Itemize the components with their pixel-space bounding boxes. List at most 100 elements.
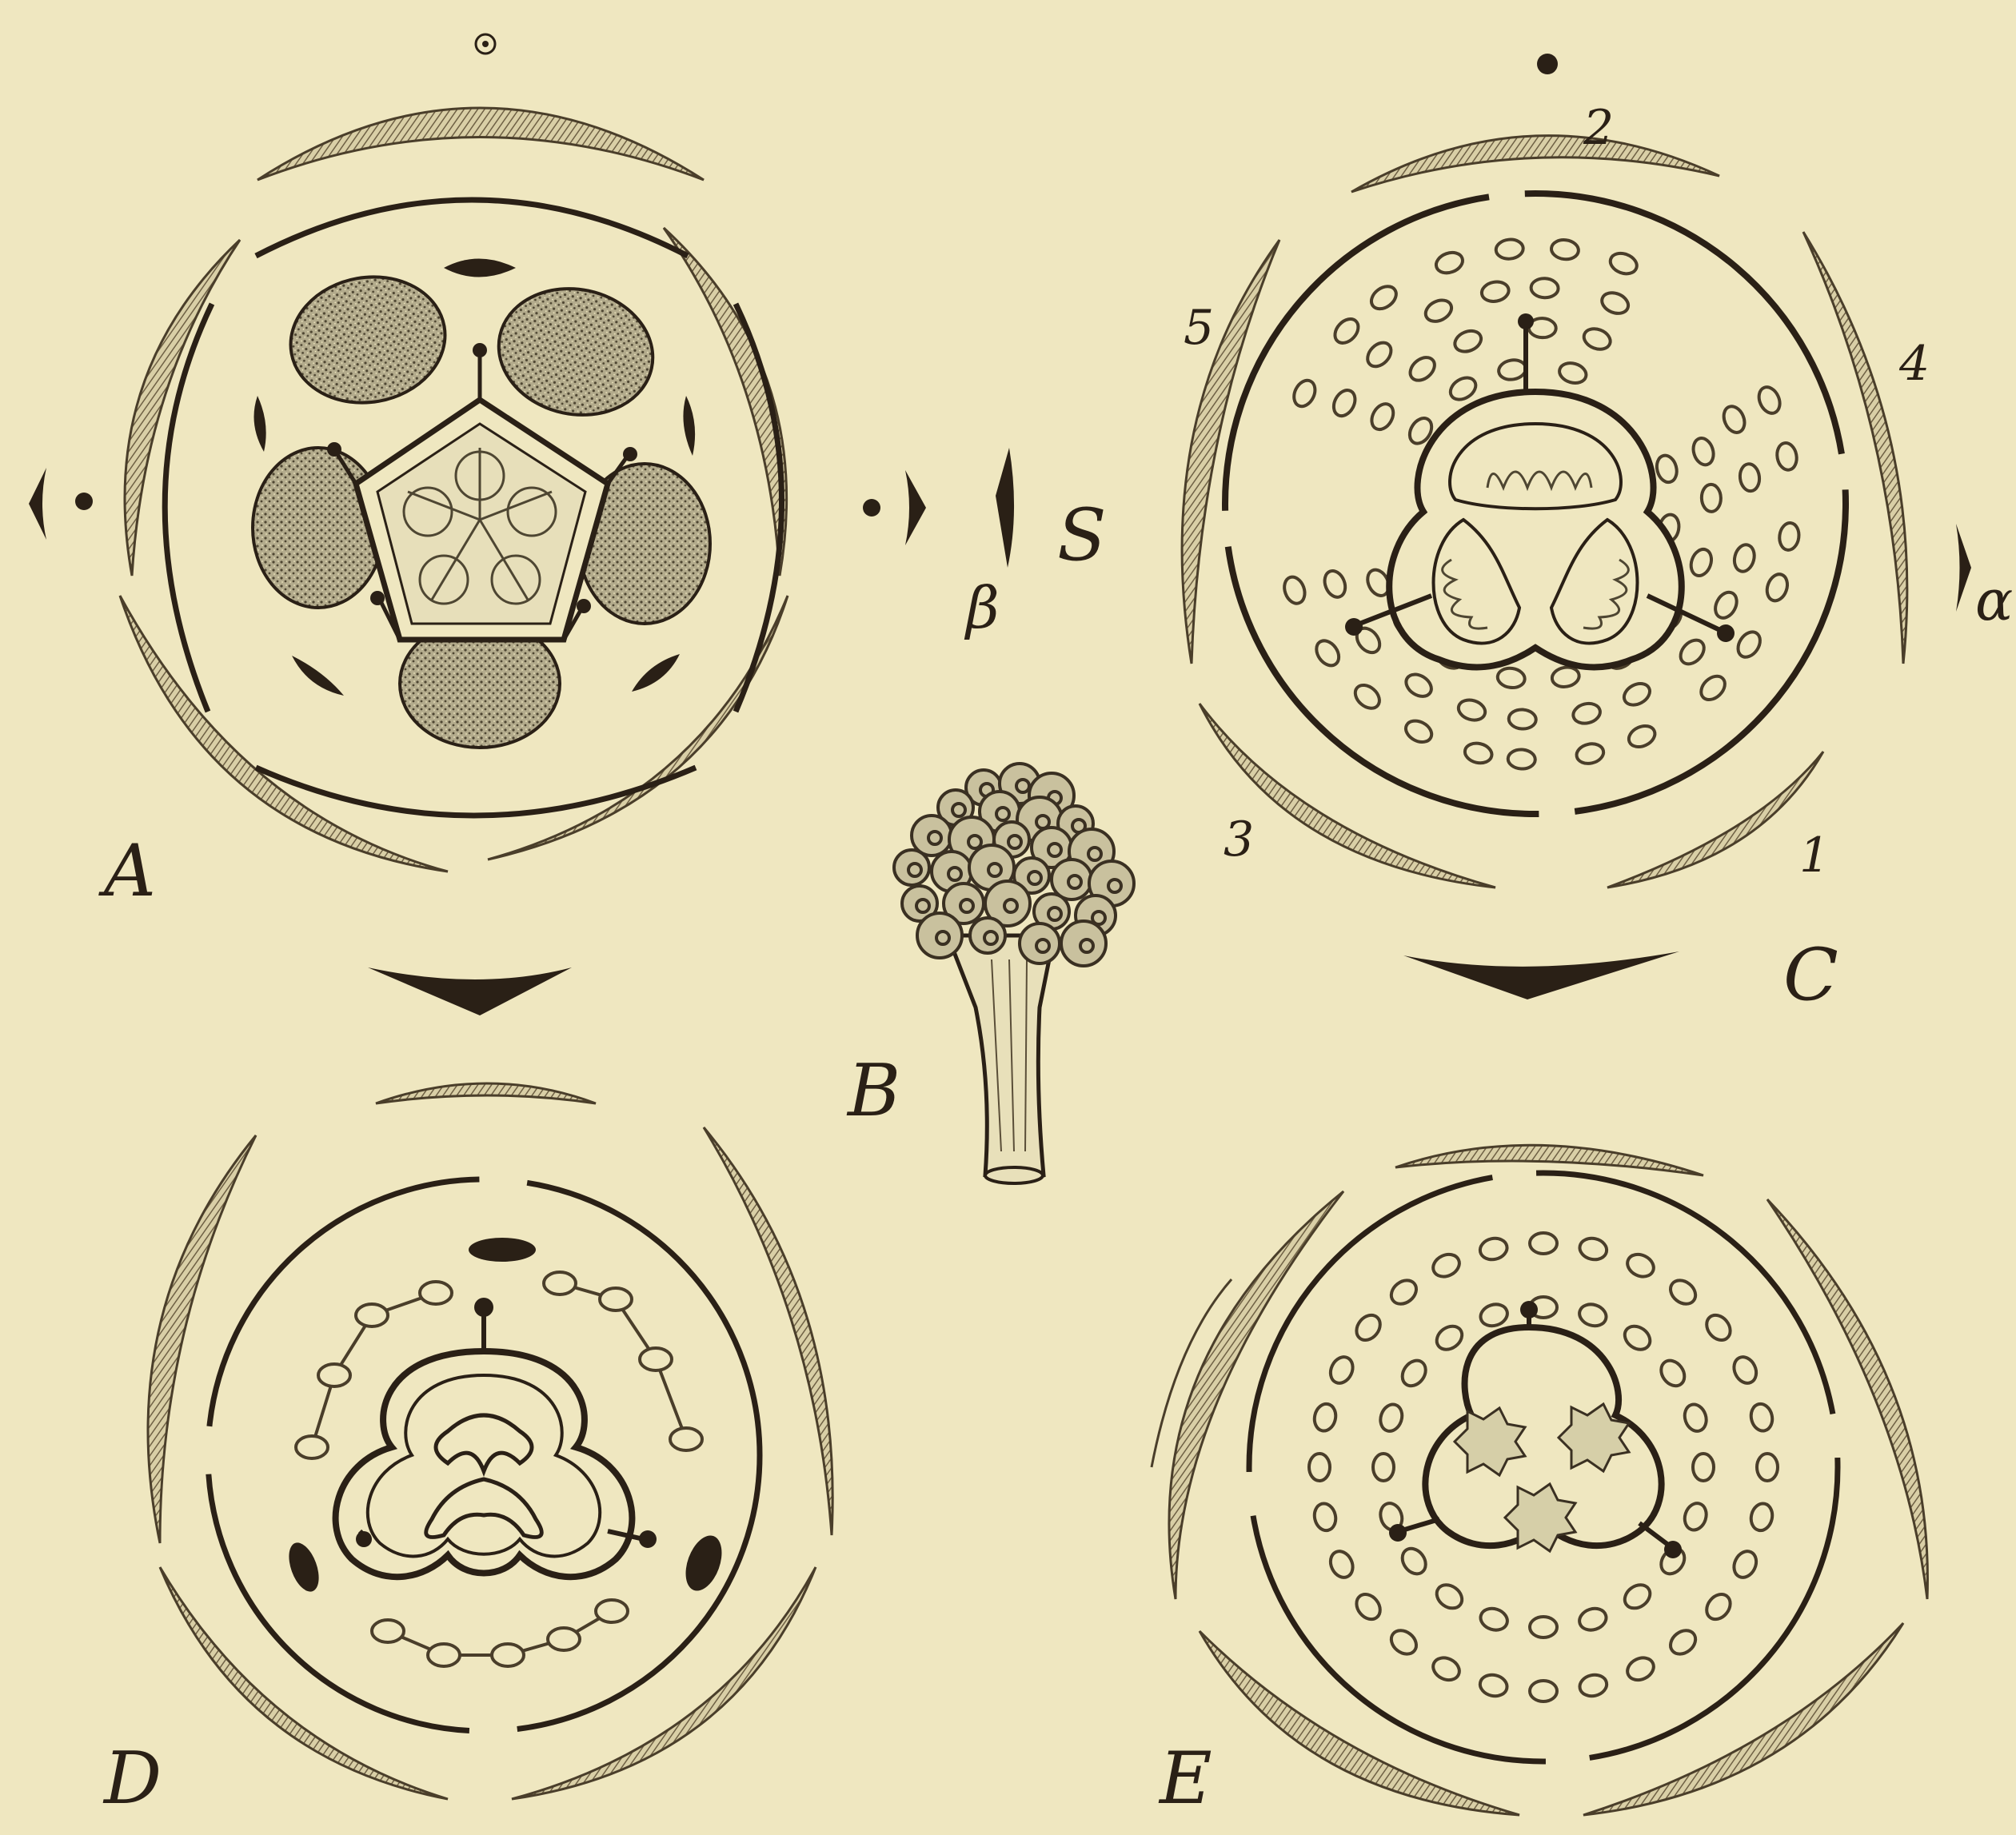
stamen-mark (1373, 1454, 1394, 1481)
floret (894, 850, 929, 885)
stamen-mark (1626, 722, 1659, 751)
stamen-mark (1731, 542, 1757, 573)
stamen-mark (1577, 1301, 1609, 1329)
stamen-mark (1676, 636, 1709, 668)
marker-beta: β (964, 574, 1000, 641)
stamen-mark (1478, 1606, 1510, 1634)
stamen-mark (1507, 749, 1535, 770)
stamen-mark (1290, 377, 1319, 409)
stamen-mark (1757, 1454, 1778, 1481)
bract-mark-below-a (368, 967, 572, 1015)
bract-left (29, 468, 93, 540)
diagram-a (29, 34, 926, 872)
stamen-mark (1666, 1626, 1700, 1659)
stamen-mark (1530, 1617, 1557, 1638)
stamen-mark (1620, 1322, 1655, 1354)
stamen-mark (1422, 296, 1455, 325)
marker-alpha: α (1975, 568, 2013, 633)
stamen-mark (1432, 1322, 1467, 1354)
stamen-mark (1530, 1681, 1557, 1701)
stamen-mark (1701, 484, 1721, 512)
stamen-mark (1432, 1580, 1467, 1613)
stamen-mark (1749, 1502, 1775, 1533)
stamen-mark (544, 1272, 576, 1294)
stamen-mark (1531, 278, 1559, 298)
stamen-mark (1697, 672, 1730, 704)
axis-dot-top (476, 34, 495, 54)
axis-dot-top (1537, 54, 1558, 74)
stamen-mark (1624, 1251, 1658, 1281)
stamen-mark (1778, 522, 1800, 552)
stamen-mark (318, 1364, 350, 1386)
stamen-mark (1281, 574, 1308, 606)
stamen-mark (1730, 1354, 1760, 1387)
stamen-mark (1551, 238, 1580, 261)
bract-label-5: 5 (1184, 300, 1214, 356)
ovary (336, 1298, 657, 1577)
floret (1020, 923, 1060, 963)
stamen-mark (640, 1348, 672, 1370)
stamen-mark (1734, 628, 1765, 661)
stamen-mark (1775, 441, 1799, 472)
stamen-mark (1581, 325, 1613, 353)
bract-mark-below-c (1403, 951, 1679, 999)
marker-s: S (1057, 493, 1107, 577)
stamen-mark (1398, 1356, 1431, 1390)
stamen-mark (1430, 1251, 1463, 1281)
diagram-b (894, 764, 1134, 1183)
stamen-mark (548, 1628, 580, 1650)
stamen-mark (1687, 546, 1715, 578)
stamen-mark (492, 1644, 524, 1666)
stamen-mark (1656, 1356, 1689, 1390)
ovary (1389, 1301, 1682, 1558)
stamen-mark (1456, 697, 1488, 724)
ovary (1345, 313, 1735, 667)
bract-right (863, 470, 926, 545)
stamen-mark (1351, 1590, 1385, 1624)
stamen-mark (1571, 701, 1603, 726)
bract-label-1: 1 (1799, 828, 1830, 884)
stamen-mark (1351, 680, 1383, 712)
stamen-mark (1478, 1236, 1509, 1263)
stamen-mark (1312, 636, 1343, 670)
stamen-mark (1702, 1590, 1735, 1624)
stamen-mark (1578, 1236, 1609, 1263)
stamen-mark (1377, 1402, 1405, 1434)
anther (253, 448, 384, 608)
stamen-mark (1351, 1310, 1385, 1345)
stamen-mark (1309, 1454, 1330, 1481)
stamen-mark (1620, 680, 1653, 709)
stamen-mark (600, 1288, 632, 1310)
stamen-mark (1331, 314, 1363, 347)
stamen-mark (356, 1304, 388, 1326)
stamen-mark (428, 1644, 460, 1666)
stamen-mark (1496, 667, 1526, 689)
stamen-mark (1478, 1673, 1509, 1699)
stamen-mark (1406, 353, 1439, 385)
stamen-mark (1312, 1402, 1339, 1433)
stamen-mark (1682, 1402, 1710, 1434)
stamen-mark (1654, 453, 1679, 485)
stamen-mark (1599, 289, 1631, 317)
stamen-mark (1402, 716, 1435, 746)
label-a: A (98, 829, 156, 913)
stamen-mark (1497, 358, 1527, 381)
stamen-mark (420, 1282, 452, 1304)
stamen-mark (1387, 1275, 1421, 1309)
stamen-mark (1702, 1310, 1735, 1345)
diagram-c: 5 2 4 3 1 (1182, 54, 1930, 888)
stamen-mark (1551, 665, 1581, 688)
label-c: C (1783, 933, 1838, 1017)
stamen-mark (670, 1428, 702, 1450)
stamen-mark (1711, 588, 1741, 621)
stamen-mark (1578, 1673, 1609, 1699)
floret (970, 918, 1005, 953)
stamen-mark (1433, 249, 1465, 277)
stamen-mark (1463, 740, 1493, 765)
stamen-mark (1330, 386, 1359, 419)
stamen-mark (1530, 1233, 1557, 1254)
bract-label-2: 2 (1583, 100, 1614, 156)
stamen-mark (1666, 1275, 1700, 1309)
diagram-d (148, 1083, 832, 1799)
